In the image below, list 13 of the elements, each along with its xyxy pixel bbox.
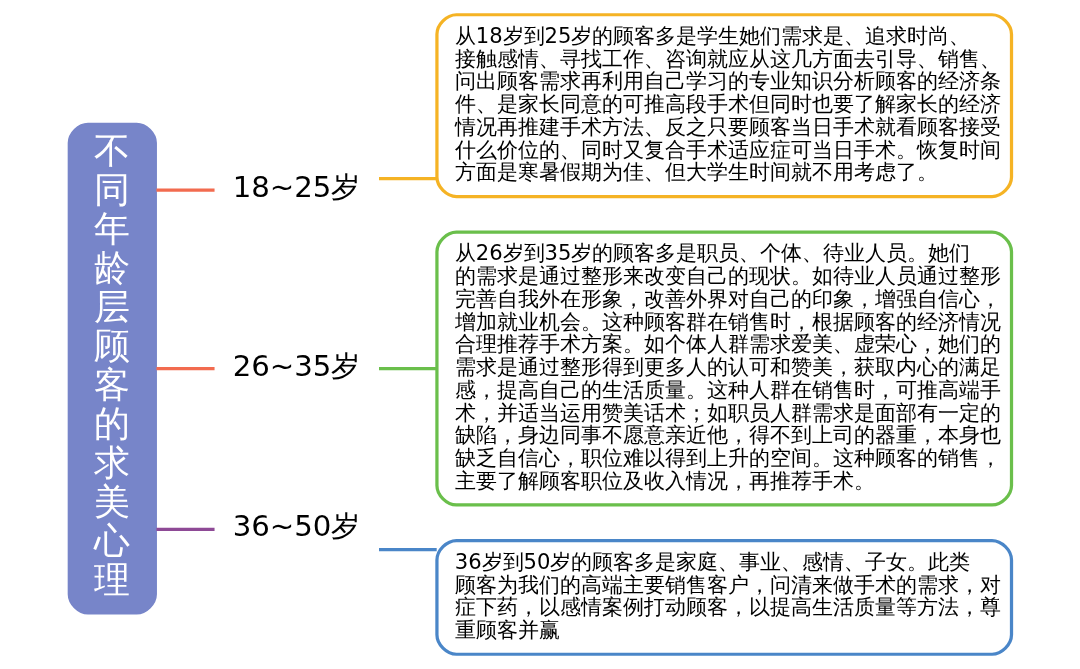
node-text: 36~50岁 <box>232 509 361 544</box>
node-box: 从18岁到25岁的顾客多是学生她们需求是、追求时尚、接触感情、寻找工作、咨询就应从这几方面去引导、销售、问出顾客需求再利用自己学习的专业知识分析顾客的经济条件、是家长同意的可推高段手术但同时也要了解家长的经济情况再推建手术方法、反之只要顾客当日手术就看顾客接受什么价位的、同时又复合手术适应症可当日手术。恢复时间方面是寒暑假期为佳、但大学生时间就不用考虑了。 <box>435 13 1014 199</box>
connector <box>379 177 437 181</box>
node-text: 26~35岁 <box>232 348 361 383</box>
connector <box>156 527 215 531</box>
node-box: 36岁到50岁的顾客多是家庭、事业、感情、子女。此类顾客为我们的高端主要销售客户，问清来做手术的需求，对症下药，以感情案例打动顾客，以提高生活质量等方法，尊重顾客并赢 <box>435 539 1014 656</box>
node-box: 不同年龄层顾客的求美心理 <box>67 122 157 615</box>
connector <box>379 366 437 371</box>
node-box: 从26岁到35岁的顾客多是职员、个体、待业人员。她们的需求是通过整形来改变自己的现状。如待业人员通过整形完善自我外在形象，改善外界对自己的印象，增强自信心，增加就业机会。这种顾客群在销售时，根据顾客的经济情况合理推荐手术方案。如个体人群需求爱美、虚荣心，她们的需求是通过整形得到更多人的认可和赞美，获取内心的满足感，提高自己的生活质量。这种人群在销售时，可推高端手术，并适当运用赞美话术；如职员人群需求是面部有一定的缺陷，身边同事不愿意亲近他，得不到上司的器重，本身也缺乏自信心，职位难以得到上升的空间。这种顾客的销售，主要了解顾客职位及收入情况，再推荐手术。 <box>435 230 1014 507</box>
connector <box>156 188 215 192</box>
connector <box>156 366 215 371</box>
connector <box>379 547 437 552</box>
node-text: 18~25岁 <box>232 170 361 205</box>
